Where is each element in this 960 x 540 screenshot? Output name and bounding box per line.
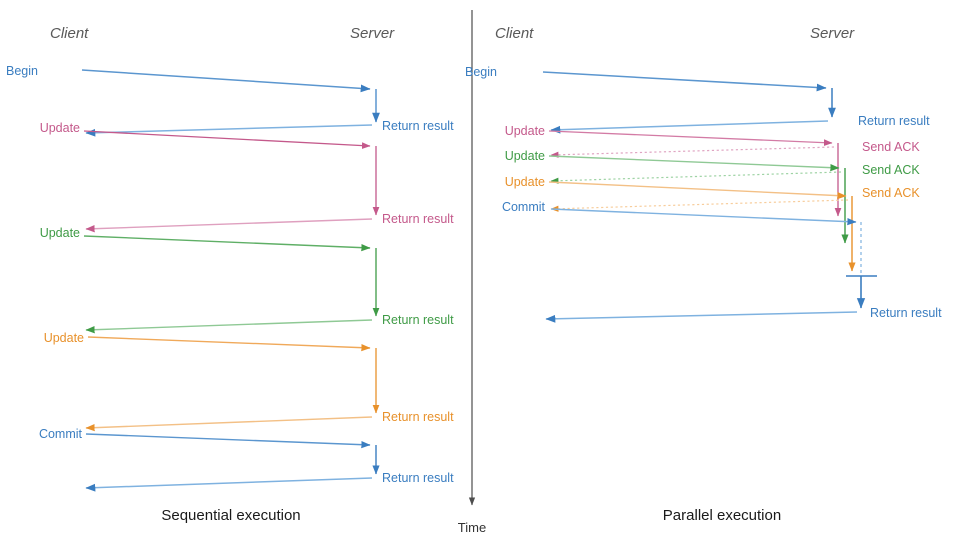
request-arrow-commit	[85, 433, 371, 449]
message-label-return-result-2: Return result	[382, 212, 454, 226]
message-send-ack-2: Send ACK	[550, 163, 920, 184]
message-return-result-1: Return result	[85, 119, 454, 137]
panel-sequential: Client Server Begin Return result Update…	[6, 25, 454, 524]
message-label-update-parallel-2: Update	[505, 149, 545, 163]
message-return-result-5: Return result	[85, 471, 454, 492]
response-arrow-parallel-2	[545, 311, 858, 323]
message-return-result-parallel-2: Return result	[545, 306, 942, 323]
message-label-return-result-5: Return result	[382, 471, 454, 485]
request-arrow-begin	[81, 69, 371, 93]
message-update-2: Update	[40, 226, 371, 252]
panel-caption-parallel: Parallel execution	[663, 507, 781, 524]
response-arrow-5	[85, 477, 373, 492]
message-label-return-result-4: Return result	[382, 410, 454, 424]
time-axis-label: Time	[458, 520, 486, 535]
message-label-send-ack-2: Send ACK	[862, 163, 920, 177]
message-label-return-result-parallel-1: Return result	[858, 114, 930, 128]
message-update-parallel-3: Update	[505, 175, 847, 200]
message-update-parallel-2: Update	[505, 149, 840, 172]
response-arrow-2	[85, 218, 373, 233]
request-arrow-update-3	[87, 336, 371, 352]
message-begin: Begin	[6, 64, 371, 93]
message-label-return-result-3: Return result	[382, 313, 454, 327]
message-label-commit: Commit	[39, 427, 83, 441]
message-send-ack-3: Send ACK	[550, 186, 920, 212]
message-update-3: Update	[44, 331, 371, 352]
message-label-commit-parallel: Commit	[502, 200, 546, 214]
panel-parallel: Client Server Begin Return result Update…	[465, 25, 942, 524]
panel-caption-sequential: Sequential execution	[161, 507, 300, 524]
message-update-parallel-1: Update	[505, 124, 833, 147]
message-return-result-parallel-1: Return result	[550, 114, 930, 134]
message-commit-parallel: Commit	[502, 200, 857, 226]
message-label-update-1: Update	[40, 121, 80, 135]
message-label-return-result-1: Return result	[382, 119, 454, 133]
message-label-begin-parallel: Begin	[465, 65, 497, 79]
response-arrow-4	[85, 416, 373, 432]
message-label-update-parallel-1: Update	[505, 124, 545, 138]
actor-label-client-parallel: Client	[495, 25, 534, 42]
request-arrow-update-parallel-2	[548, 155, 840, 172]
message-update-1: Update	[40, 121, 371, 149]
request-arrow-commit-parallel	[550, 208, 857, 226]
ack-arrow-2	[550, 171, 842, 184]
actor-label-server: Server	[350, 25, 395, 42]
message-return-result-3: Return result	[85, 313, 454, 334]
request-arrow-update-parallel-1	[548, 130, 833, 147]
message-commit: Commit	[39, 427, 371, 449]
response-arrow-1	[85, 124, 373, 137]
message-begin-parallel: Begin	[465, 65, 827, 92]
actor-label-client: Client	[50, 25, 89, 42]
message-label-update-parallel-3: Update	[505, 175, 545, 189]
request-arrow-update-parallel-3	[548, 181, 847, 200]
response-arrow-3	[85, 319, 373, 334]
request-arrow-begin-parallel	[542, 71, 827, 92]
ack-arrow-1	[550, 146, 835, 158]
message-label-update-3: Update	[44, 331, 84, 345]
ack-arrow-3	[550, 199, 849, 212]
message-send-ack-1: Send ACK	[550, 140, 920, 158]
message-label-return-result-parallel-2: Return result	[870, 306, 942, 320]
message-return-result-2: Return result	[85, 212, 454, 233]
message-label-update-2: Update	[40, 226, 80, 240]
time-axis: Time	[458, 10, 486, 535]
message-label-send-ack-1: Send ACK	[862, 140, 920, 154]
message-label-begin: Begin	[6, 64, 38, 78]
request-arrow-update-1	[83, 130, 371, 149]
response-arrow-parallel-1	[550, 120, 829, 134]
actor-label-server-parallel: Server	[810, 25, 855, 42]
message-label-send-ack-3: Send ACK	[862, 186, 920, 200]
request-arrow-update-2	[83, 235, 371, 252]
message-return-result-4: Return result	[85, 410, 454, 432]
